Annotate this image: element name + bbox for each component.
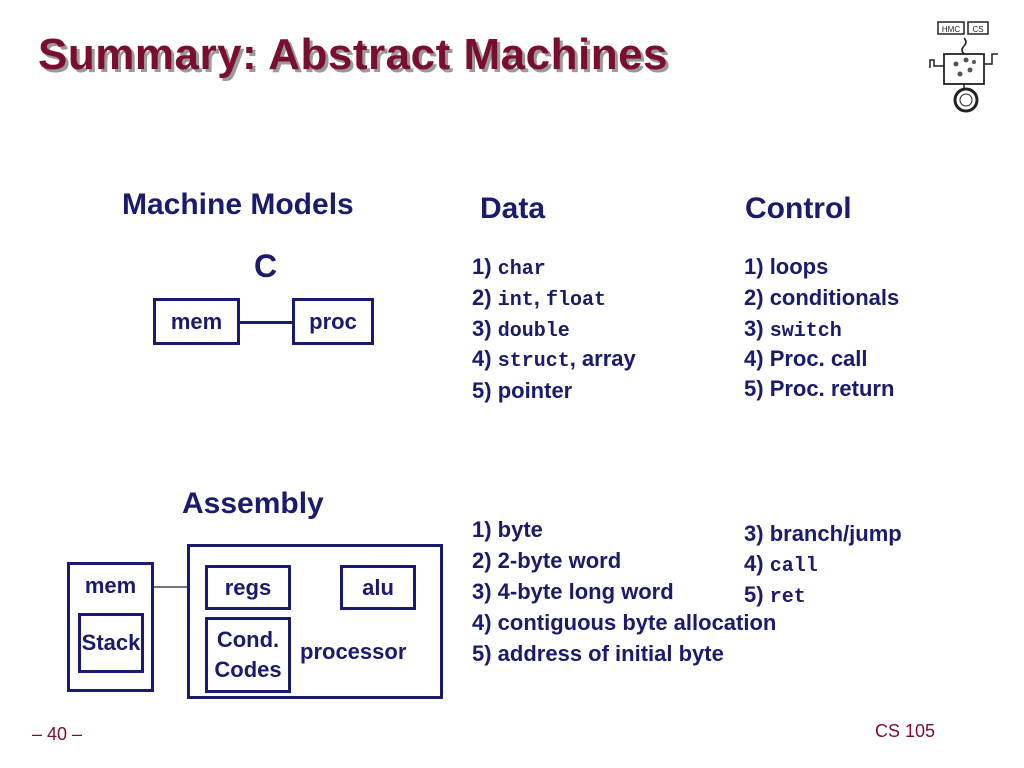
- asm-data-item: 3) 4-byte long word: [472, 579, 674, 604]
- asm-alu-box: alu: [340, 565, 416, 610]
- c-proc-box: proc: [292, 298, 374, 345]
- c-control-item: 3) switch: [744, 316, 842, 343]
- logo-text-cs: CS: [972, 25, 983, 34]
- page-title: Summary: Abstract Machines: [38, 30, 669, 79]
- c-data-item: 4) struct, array: [472, 346, 636, 373]
- page-number: – 40 –: [32, 724, 83, 744]
- asm-processor-label: processor: [300, 639, 407, 664]
- asm-processor-box: regs alu Cond. Codes processor: [187, 544, 443, 699]
- asm-control-item: 3) branch/jump: [744, 521, 902, 546]
- hmc-cs-robot-logo: HMC CS: [929, 21, 998, 113]
- c-connector-line: [240, 321, 293, 324]
- asm-data-item: 2) 2-byte word: [472, 548, 622, 573]
- heading-control: Control: [745, 192, 852, 225]
- asm-control-item: 4) call: [744, 551, 818, 578]
- c-control-item: 1) loops: [744, 254, 829, 279]
- c-control-item: 4) Proc. call: [744, 346, 868, 371]
- asm-mem-box: mem Stack: [67, 562, 154, 692]
- asm-regs-box: regs: [205, 565, 291, 610]
- asm-data-item: 5) address of initial byte: [472, 641, 724, 666]
- c-control-item: 2) conditionals: [744, 285, 900, 310]
- asm-data-item: 4) contiguous byte allocation: [472, 610, 777, 635]
- heading-c: C: [254, 248, 278, 284]
- c-data-item: 5) pointer: [472, 378, 573, 403]
- c-control-item: 5) Proc. return: [744, 376, 895, 401]
- asm-data-item: 1) byte: [472, 517, 543, 542]
- asm-stack-box: Stack: [78, 613, 144, 673]
- c-data-item: 1) char: [472, 254, 546, 281]
- cond-codes-line1: Cond.: [216, 627, 280, 652]
- logo-text-hmc: HMC: [942, 25, 960, 34]
- cond-codes-line2: Codes: [214, 657, 282, 682]
- c-data-item: 3) double: [472, 316, 570, 343]
- c-mem-box: mem: [153, 298, 240, 345]
- asm-control-item: 5) ret: [744, 582, 806, 609]
- course-label: CS 105: [875, 721, 936, 741]
- c-data-item: 2) int, float: [472, 285, 606, 312]
- asm-mem-label: mem: [84, 573, 137, 598]
- heading-assembly: Assembly: [182, 487, 324, 520]
- asm-cond-codes-box: Cond. Codes: [205, 617, 291, 693]
- heading-data: Data: [480, 192, 546, 225]
- heading-machine-models: Machine Models: [122, 188, 354, 221]
- asm-connector-line: [154, 586, 188, 588]
